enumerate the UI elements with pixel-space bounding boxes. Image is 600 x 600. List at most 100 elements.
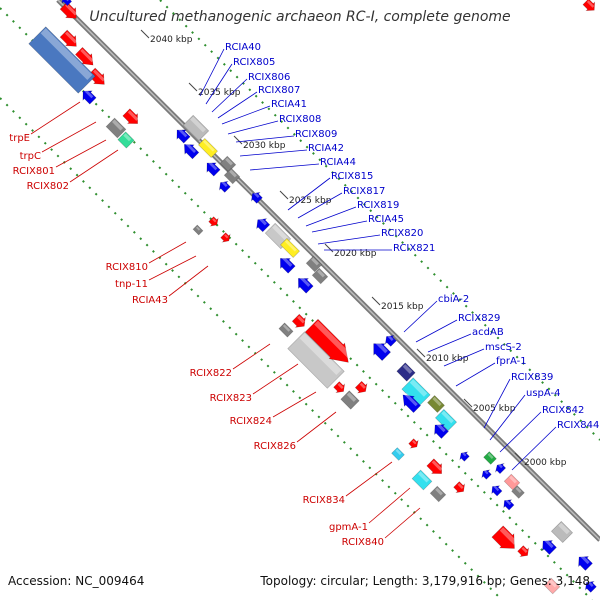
gene-label: RCIX839 <box>511 372 553 383</box>
kbp-tick-lines <box>140 29 524 462</box>
gene-other <box>543 577 561 595</box>
gene-reverse <box>176 128 191 144</box>
gene-label: cbiA-2 <box>438 294 469 305</box>
gene-features <box>28 0 597 595</box>
kbp-tick-label: 2020 kbp <box>334 249 377 259</box>
accession-label: Accession: NC_009464 <box>8 574 145 588</box>
gene-reverse <box>280 256 296 274</box>
gene-other <box>429 485 447 503</box>
gene-highlight <box>391 447 405 461</box>
kbp-tick <box>233 135 243 145</box>
gene-label: RCIX819 <box>357 200 399 211</box>
gene-label: RCIX810 <box>106 262 148 273</box>
gene-label: RCIX834 <box>303 495 345 506</box>
gene-other <box>182 114 210 142</box>
gene-reverse <box>250 191 263 204</box>
gene-label: RCIX822 <box>190 368 232 379</box>
gene-other <box>483 451 497 465</box>
gene-label: RCIX801 <box>13 166 55 177</box>
gene-other <box>219 155 237 173</box>
gene-reverse <box>402 392 422 414</box>
gene-label: RCIA45 <box>368 214 404 225</box>
gene-other <box>511 485 525 499</box>
gene-label: trpC <box>20 151 41 162</box>
gene-forward <box>291 313 306 328</box>
gene-other <box>550 520 574 544</box>
gene-other <box>278 322 294 338</box>
gene-forward <box>74 46 94 66</box>
gene-reverse <box>542 538 557 555</box>
gene-forward <box>122 108 139 124</box>
gene-reverse <box>503 499 515 511</box>
gene-label-leader <box>148 241 187 264</box>
kbp-tick-label: 2030 kbp <box>243 141 286 151</box>
gene-label-leader <box>415 319 458 343</box>
gene-other <box>311 267 329 285</box>
kbp-tick <box>416 348 426 358</box>
gene-forward <box>426 458 443 474</box>
gene-forward <box>304 318 352 363</box>
gene-reverse <box>494 462 507 475</box>
gene-label-leader <box>317 234 381 245</box>
gene-label-leader <box>217 91 258 119</box>
guide-line-inner <box>0 97 503 600</box>
gene-label-leader <box>287 177 331 211</box>
gene-label-leader <box>235 135 295 143</box>
gene-label: RCIX823 <box>210 393 252 404</box>
kbp-tick-label: 2035 kbp <box>198 88 241 98</box>
gene-label-leader <box>168 265 209 297</box>
gene-reverse <box>491 485 503 497</box>
gene-forward <box>491 525 518 549</box>
kbp-tick-label: 2015 kbp <box>381 302 424 312</box>
gene-label-leader <box>272 391 317 418</box>
gene-label-leader <box>499 411 542 453</box>
gene-forward <box>354 380 368 394</box>
gene-other <box>192 224 204 236</box>
gene-forward <box>333 381 346 394</box>
gene-label: RCIX826 <box>254 441 296 452</box>
gene-highlight <box>411 469 433 491</box>
gene-label-leader <box>148 255 197 281</box>
gene-label-leader <box>221 105 271 125</box>
gene-other <box>105 117 127 139</box>
gene-label-leader <box>368 487 411 524</box>
kbp-tick <box>463 398 473 408</box>
gene-reverse <box>434 422 449 439</box>
gene-other <box>427 395 445 413</box>
kbp-tick <box>371 296 381 306</box>
gene-label: RCIX821 <box>393 243 435 254</box>
gene-label-leader <box>239 149 308 157</box>
gene-label-leader <box>305 206 357 227</box>
gene-label: fprA-1 <box>496 356 527 367</box>
kbp-tick <box>279 190 289 200</box>
gene-reverse <box>82 89 97 105</box>
gene-labels-left: trpEtrpCRCIX801RCIX802RCIX810tnp-11RCIA4… <box>9 101 421 548</box>
gene-label-leader <box>384 507 421 539</box>
gene-other <box>340 390 360 410</box>
gene-region-highlight <box>28 26 96 94</box>
gene-reverse <box>298 276 314 294</box>
kbp-tick-label: 2010 kbp <box>426 354 469 364</box>
gene-label-leader <box>311 220 368 233</box>
gene-label-leader <box>483 378 511 429</box>
gene-label: RCIA43 <box>132 295 168 306</box>
gene-forward <box>59 29 78 47</box>
genome-backbone-highlight <box>57 0 600 541</box>
gene-label: acdAB <box>472 327 504 338</box>
gene-label: mscS-2 <box>485 342 522 353</box>
gene-label: trpE <box>9 133 30 144</box>
gene-label-leader <box>232 343 271 370</box>
gene-forward <box>453 481 466 494</box>
kbp-tick-label: 2000 kbp <box>524 458 567 468</box>
gene-other <box>396 362 416 382</box>
kbp-tick <box>324 243 334 253</box>
gene-label-leader <box>205 63 233 105</box>
kbp-tick <box>514 452 524 462</box>
gene-label: gpmA-1 <box>329 522 368 533</box>
gene-label-leader <box>30 101 81 135</box>
gene-reverse <box>459 451 470 462</box>
gene-label: RCIX815 <box>331 171 373 182</box>
gene-label: RCIX805 <box>233 57 275 68</box>
